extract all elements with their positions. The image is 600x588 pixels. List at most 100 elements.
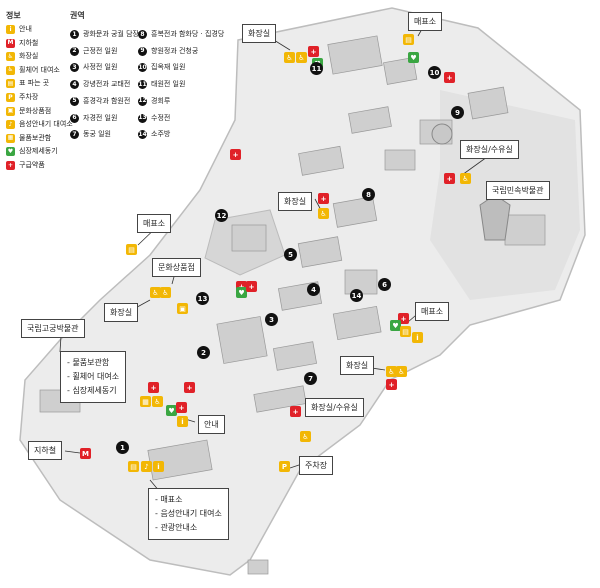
restroom-icon[interactable]: ♿ [284,52,295,63]
first-aid-icon[interactable]: + [386,379,397,390]
legend-area-label: 흥경각과 함원전 [83,96,131,105]
restroom-icon[interactable]: ♿ [460,173,471,184]
area-marker-9[interactable]: 9 [451,106,464,119]
legend-area-label: 집옥재 일원 [151,63,186,72]
label-palace-museum[interactable]: 국립고궁박물관 [21,319,85,338]
first-aid-icon[interactable]: + [318,193,329,204]
area-marker-14[interactable]: 14 [350,289,363,302]
ticket-icon[interactable]: ▤ [126,244,137,255]
area-marker-4[interactable]: 4 [307,283,320,296]
area-marker-1[interactable]: 1 [116,441,129,454]
ticket-icon[interactable]: ▤ [403,34,414,45]
label-restroom-center[interactable]: 화장실 [278,192,313,211]
restroom-icon: ♿ [6,52,15,62]
restroom-icon[interactable]: ♿ [150,287,161,298]
label-restroom-nw[interactable]: 화장실 [242,24,277,43]
legend-info-item: ♪음성안내기 대여소 [6,120,73,130]
first-aid-icon[interactable]: + [184,382,195,393]
first-aid-icon[interactable]: + [148,382,159,393]
label-folk-museum[interactable]: 국립민속박물관 [486,181,550,200]
first-aid-icon[interactable]: + [444,72,455,83]
restroom-icon[interactable]: ♿ [296,52,307,63]
list-box-south: - 매표소 - 음성안내기 대여소 - 관광안내소 [148,488,229,540]
area-marker-3[interactable]: 3 [265,313,278,326]
info-icon: i [6,25,15,34]
legend-info-label: 음성안내기 대여소 [19,120,73,129]
label-restroom-w[interactable]: 화장실 [104,303,139,322]
label-subway[interactable]: 지하철 [28,441,63,460]
legend-info-item: ♿휠체어 대여소 [6,65,60,75]
ticket-icon[interactable]: ▤ [128,461,139,472]
wheelchair-icon[interactable]: ♿ [152,396,163,407]
legend-info-label: 주차장 [19,93,39,101]
area-number-badge: 2 [70,46,79,56]
area-number-badge: 10 [138,63,147,73]
first-aid-icon[interactable]: + [398,313,409,324]
area-marker-7[interactable]: 7 [304,372,317,385]
label-restroom-water-se[interactable]: 화장실/수유실 [305,398,364,417]
list-item: - 물품보관함 [67,358,110,367]
label-parking[interactable]: 주차장 [299,456,334,475]
defibrillator-icon: ♥ [6,147,15,157]
label-restroom-e[interactable]: 화장실 [340,356,375,375]
area-marker-6[interactable]: 6 [378,278,391,291]
first-aid-icon[interactable]: + [230,149,241,160]
restroom-icon[interactable]: ♿ [396,366,407,377]
shop-icon[interactable]: ▣ [177,303,188,314]
subway-icon[interactable]: M [80,448,91,459]
area-marker-8[interactable]: 8 [362,188,375,201]
area-marker-5[interactable]: 5 [284,248,297,261]
info-icon[interactable]: i [412,332,423,343]
first-aid-icon[interactable]: + [236,281,247,292]
restroom-icon[interactable]: ♿ [300,431,311,442]
wheelchair-icon: ♿ [6,65,15,75]
locker-icon[interactable]: ▦ [140,396,151,407]
list-item: - 음성안내기 대여소 [155,509,222,518]
defibrillator-icon[interactable]: ♥ [166,405,177,416]
restroom-icon[interactable]: ♿ [160,287,171,298]
legend-info-label: 화장실 [19,52,39,61]
label-restroom-water-ne[interactable]: 화장실/수유실 [460,140,519,159]
area-marker-10[interactable]: 10 [428,66,441,79]
subway-icon: M [6,38,15,48]
legend-info-label: 문화상품점 [19,106,52,115]
label-ticket-ne[interactable]: 매표소 [408,12,443,31]
first-aid-icon[interactable]: + [176,402,187,413]
area-marker-11[interactable]: 11 [310,62,323,75]
area-marker-13[interactable]: 13 [196,292,209,305]
ticket-icon[interactable]: ▤ [400,326,411,337]
first-aid-icon[interactable]: + [290,406,301,417]
info-icon[interactable]: i [153,461,164,472]
area-marker-2[interactable]: 2 [197,346,210,359]
first-aid-icon[interactable]: + [246,281,257,292]
label-culture-shop[interactable]: 문화상품점 [152,258,201,277]
area-marker-12[interactable]: 12 [215,209,228,222]
legend-info-label: 표 파는 곳 [19,79,50,88]
defibrillator-icon[interactable]: ♥ [408,52,419,63]
label-info[interactable]: 안내 [198,415,225,434]
defibrillator-icon[interactable]: ♥ [390,320,401,331]
restroom-icon[interactable]: ♿ [318,208,329,219]
label-ticket-e[interactable]: 매표소 [415,302,450,321]
defibrillator-icon[interactable]: ♥ [236,287,247,298]
label-ticket-w[interactable]: 매표소 [137,214,172,233]
info-icon[interactable]: i [177,416,188,427]
legend-info-item: ♥심장제세동기 [6,147,58,157]
audio-guide-icon[interactable]: ♪ [141,461,152,472]
restroom-icon[interactable]: ♿ [386,366,397,377]
parking-icon[interactable]: P [279,461,290,472]
first-aid-icon[interactable]: + [444,173,455,184]
legend-area-title: 권역 [70,11,85,20]
first-aid-icon[interactable]: + [308,46,319,57]
